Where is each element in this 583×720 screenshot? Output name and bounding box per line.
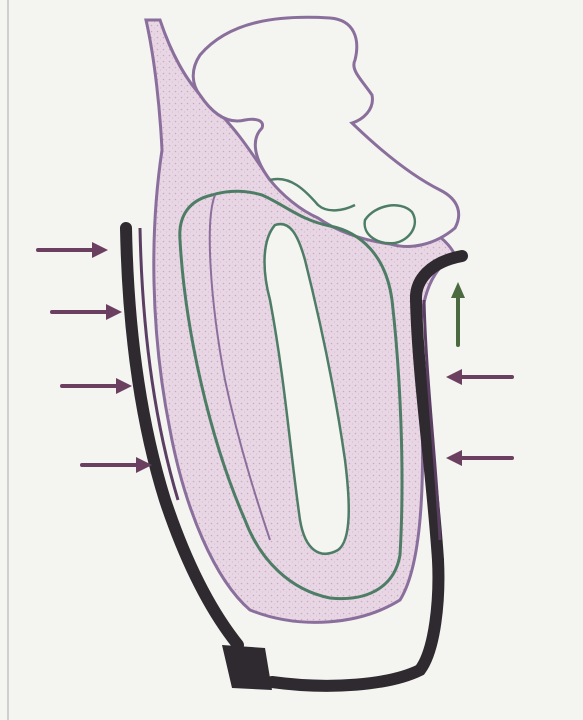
navicular-bone — [365, 205, 415, 243]
